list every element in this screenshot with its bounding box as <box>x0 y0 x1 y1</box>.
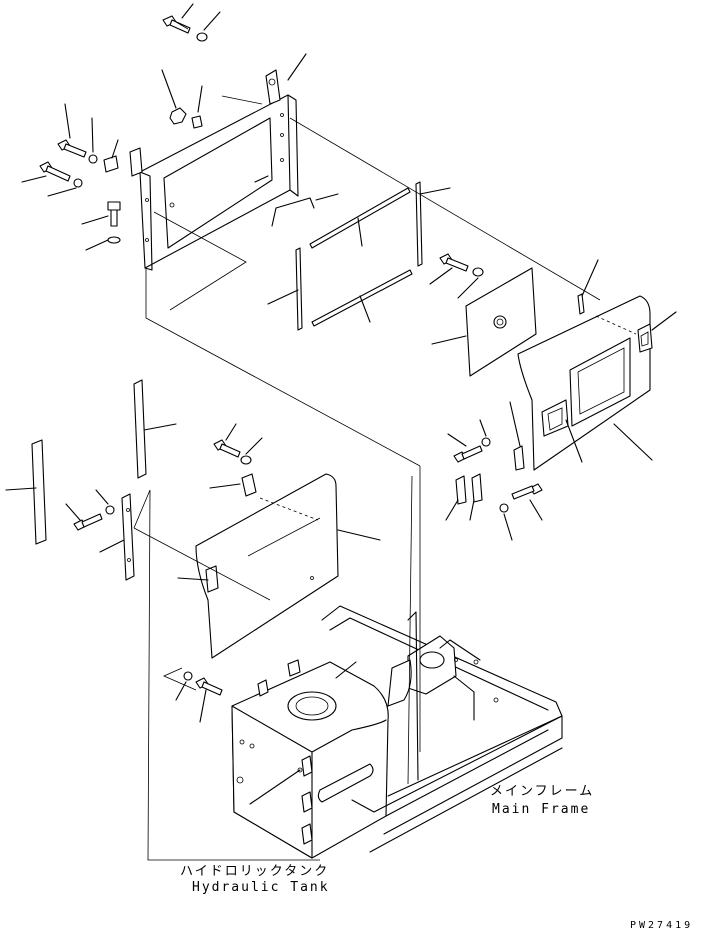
clip <box>103 155 119 173</box>
washer-right-2 <box>481 437 491 447</box>
left-bolt-1 <box>57 139 87 158</box>
drawing-code: PW27419 <box>630 920 694 931</box>
small-tab <box>577 293 585 315</box>
bolt-right-2 <box>453 445 483 463</box>
hinge-bracket-2 <box>471 473 483 503</box>
vertical-bar-1 <box>133 379 147 479</box>
small-bolt <box>191 115 203 129</box>
left-bolt-2 <box>39 161 71 182</box>
cover-plate <box>465 267 537 377</box>
hinge-bracket-1 <box>455 475 467 505</box>
top-washer <box>196 32 208 42</box>
vertical-bolt <box>107 201 121 227</box>
side-door-panel <box>517 295 653 471</box>
hex-nut <box>169 107 187 125</box>
vertical-washer <box>107 236 121 244</box>
washer-2 <box>73 178 83 188</box>
washer-1 <box>88 154 98 164</box>
center-bracket <box>241 473 257 497</box>
hydraulic-tank-label-jp: ハイドロリックタンク <box>180 864 330 879</box>
washer-center <box>240 455 252 465</box>
bolt-lower <box>195 677 223 696</box>
washer-lower <box>183 671 193 681</box>
main-frame-label-jp: メインフレーム <box>490 784 595 799</box>
bolt-right-1 <box>439 253 469 272</box>
seal-strip-bottom <box>311 269 413 327</box>
hydraulic-tank <box>231 659 389 859</box>
main-frame-label-en: Main Frame <box>492 802 591 817</box>
hydraulic-tank-label-en: Hydraulic Tank <box>192 880 330 895</box>
vertical-bar-2 <box>31 439 47 545</box>
latch <box>513 445 525 471</box>
hinge-strip <box>121 493 135 581</box>
seal-strip-vertical-left <box>295 247 303 331</box>
seal-strip-top <box>309 187 411 249</box>
washer-left-mid <box>105 505 115 515</box>
u-rod <box>271 197 315 227</box>
bolt-left-mid <box>73 513 103 531</box>
seal-strip-vertical-right <box>415 181 423 267</box>
washer-right-1 <box>472 267 484 277</box>
upper-frame-assembly <box>129 69 299 271</box>
bolt-center <box>213 439 241 458</box>
left-cover-panel <box>195 473 339 659</box>
washer-right-3 <box>499 503 509 513</box>
top-bolt <box>162 15 191 34</box>
bolt-right-3 <box>511 483 543 500</box>
